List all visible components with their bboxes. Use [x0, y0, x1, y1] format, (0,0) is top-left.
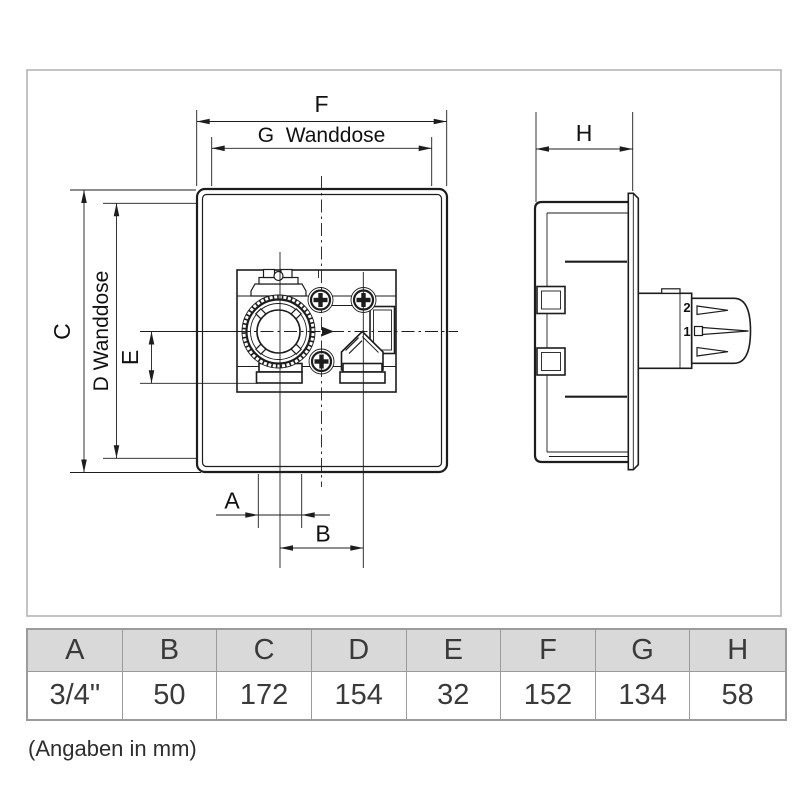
table-value-a: 3/4" — [28, 672, 123, 719]
mounting-clip-upper — [536, 285, 566, 315]
dimension-annotations: F G Wanddose H C — [49, 91, 634, 551]
dimension-F: F — [196, 91, 448, 186]
dimension-A: A — [216, 474, 330, 528]
table-header-e: E — [406, 630, 502, 672]
dimension-table: A B C D E F G H 3/4" 50 172 154 32 152 1… — [26, 628, 787, 721]
angled-outlet — [340, 330, 384, 371]
table-header-c: C — [217, 630, 312, 672]
right-port-neck — [342, 362, 383, 373]
dim-label-d: D Wanddose — [90, 271, 113, 392]
table-value-b: 50 — [122, 672, 218, 719]
table-value-e: 32 — [406, 672, 502, 719]
table-header-d: D — [311, 630, 407, 672]
front-view — [195, 176, 458, 568]
side-view: 2 1 — [533, 192, 752, 471]
dim-label-c: C — [49, 323, 75, 340]
table-value-g: 134 — [595, 672, 691, 719]
dimension-D: D Wanddose — [90, 202, 196, 459]
table-value-f: 152 — [501, 672, 596, 719]
screw-top-left — [307, 287, 334, 313]
dim-label-a: A — [224, 488, 240, 514]
dim-label-h: H — [576, 120, 593, 146]
valve-knob-side: 2 1 — [637, 288, 752, 370]
table-value-d: 154 — [311, 672, 407, 719]
dim-label-f: F — [314, 91, 328, 117]
dimension-B: B — [280, 521, 364, 551]
wallbox-inner-edge — [201, 193, 443, 468]
table-value-h: 58 — [690, 672, 785, 719]
technical-drawing: 2 1 F G Wanddose — [26, 69, 782, 617]
left-port — [255, 371, 303, 384]
dimension-C: C — [49, 189, 201, 473]
table-header-a: A — [28, 630, 123, 672]
valve-top-cap — [250, 268, 307, 297]
table-value-c: 172 — [217, 672, 312, 719]
right-port — [339, 371, 386, 384]
table-header-b: B — [122, 630, 218, 672]
table-header-h: H — [690, 630, 785, 672]
dim-label-g: G Wanddose — [258, 124, 386, 147]
dim-label-e: E — [117, 350, 143, 365]
dimension-H: H — [535, 112, 634, 202]
dimension-G: G Wanddose — [211, 124, 433, 186]
mounting-clip-lower — [536, 347, 566, 376]
sidebox-outline — [533, 200, 628, 464]
units-note: (Angaben in mm) — [28, 736, 197, 761]
drawing-frame — [26, 69, 782, 617]
dim-label-b: B — [315, 521, 330, 547]
dimension-E: E — [117, 331, 258, 384]
table-header-g: G — [595, 630, 691, 672]
valve-pointer-icon — [322, 326, 334, 337]
knob-position-2-label: 2 — [683, 300, 690, 315]
flange-plate — [627, 192, 640, 471]
knob-position-1-label: 1 — [683, 324, 690, 339]
table-header-f: F — [501, 630, 596, 672]
